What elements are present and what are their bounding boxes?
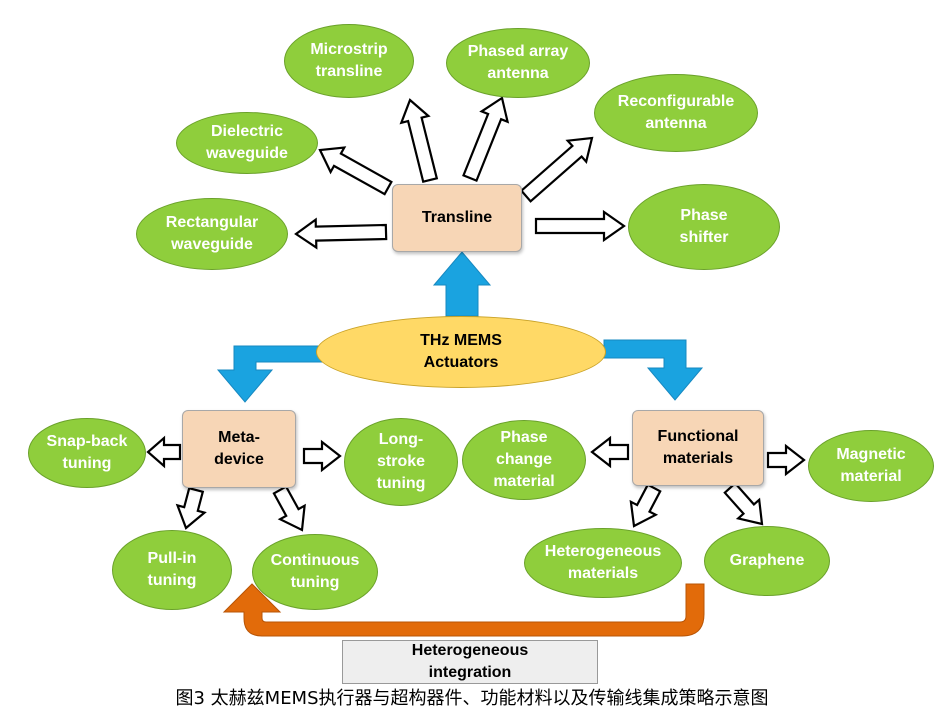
arrow-to-phase-change — [590, 435, 630, 469]
node-microstrip-transline: Microstrip transline — [284, 24, 414, 98]
arrow-to-snap-back — [146, 435, 182, 469]
node-reconfigurable-antenna: Reconfigurable antenna — [594, 74, 758, 152]
node-microstrip-transline-label: Microstrip transline — [310, 41, 388, 80]
node-rectangular-waveguide-label: Rectangular waveguide — [165, 214, 259, 253]
hollow-arrows — [146, 96, 806, 532]
orange-integration-arrow — [222, 583, 705, 637]
node-snap-back-tuning-label: Snap-back tuning — [46, 433, 128, 472]
arrow-to-heterogeneous-materials — [629, 483, 662, 528]
core-thz-mems-actuators: THz MEMS Actuators — [316, 316, 606, 388]
hub-functional-materials-label: Functional materials — [657, 428, 739, 467]
node-phase-change-material: Phase change material — [462, 420, 586, 500]
node-phased-array-antenna: Phased array antenna — [446, 28, 590, 98]
node-pull-in-tuning-label: Pull-in tuning — [147, 550, 197, 589]
node-reconfigurable-antenna-label: Reconfigurable antenna — [617, 93, 735, 132]
figure-caption: 图3 太赫兹MEMS执行器与超构器件、功能材料以及传输线集成策略示意图 — [175, 688, 769, 709]
core-thz-mems-actuators-label: THz MEMS Actuators — [420, 332, 502, 371]
node-dielectric-waveguide: Dielectric waveguide — [176, 112, 318, 174]
blue-arrow-up-to-transline — [432, 251, 492, 317]
node-heterogeneous-materials-label: Heterogeneous materials — [544, 543, 662, 582]
arrow-to-pull-in — [175, 486, 207, 530]
node-snap-back-tuning: Snap-back tuning — [28, 418, 146, 488]
arrow-to-dielectric — [318, 146, 393, 196]
node-phased-array-antenna-label: Phased array antenna — [467, 43, 569, 82]
arrow-to-long-stroke — [302, 439, 342, 473]
arrow-to-continuous — [272, 485, 306, 532]
node-continuous-tuning-label: Continuous tuning — [270, 552, 360, 591]
arrow-to-phase-shifter — [534, 209, 626, 243]
node-magnetic-material: Magnetic material — [808, 430, 934, 502]
node-long-stroke-tuning-label: Long- stroke tuning — [376, 431, 426, 492]
blue-arrow-to-functional — [603, 339, 704, 401]
heterogeneous-integration-label: Heterogeneous integration — [411, 642, 529, 681]
hub-meta-device-label: Meta- device — [214, 429, 264, 468]
arrow-to-magnetic — [766, 443, 806, 477]
node-graphene: Graphene — [704, 526, 830, 596]
hub-meta-device: Meta- device — [182, 410, 296, 488]
node-graphene-label: Graphene — [729, 552, 805, 569]
arrow-to-rectangular — [294, 217, 388, 250]
arrow-to-reconfigurable — [519, 136, 594, 203]
node-dielectric-waveguide-label: Dielectric waveguide — [206, 123, 288, 162]
node-rectangular-waveguide: Rectangular waveguide — [136, 198, 288, 270]
arrow-to-microstrip — [399, 98, 439, 184]
arrow-to-graphene — [723, 481, 764, 526]
heterogeneous-integration-box: Heterogeneous integration — [342, 640, 598, 684]
node-phase-change-material-label: Phase change material — [493, 429, 555, 490]
node-pull-in-tuning: Pull-in tuning — [112, 530, 232, 610]
node-long-stroke-tuning: Long- stroke tuning — [344, 418, 458, 506]
node-continuous-tuning: Continuous tuning — [252, 534, 378, 610]
arrow-to-phased-array — [462, 96, 510, 183]
node-magnetic-material-label: Magnetic material — [836, 446, 906, 485]
hub-transline: Transline — [392, 184, 522, 252]
node-heterogeneous-materials: Heterogeneous materials — [524, 528, 682, 598]
hub-functional-materials: Functional materials — [632, 410, 764, 486]
node-phase-shifter-label: Phase shifter — [679, 207, 729, 246]
blue-arrow-to-meta-device — [216, 345, 323, 403]
node-phase-shifter: Phase shifter — [628, 184, 780, 270]
hub-transline-label: Transline — [421, 209, 493, 226]
